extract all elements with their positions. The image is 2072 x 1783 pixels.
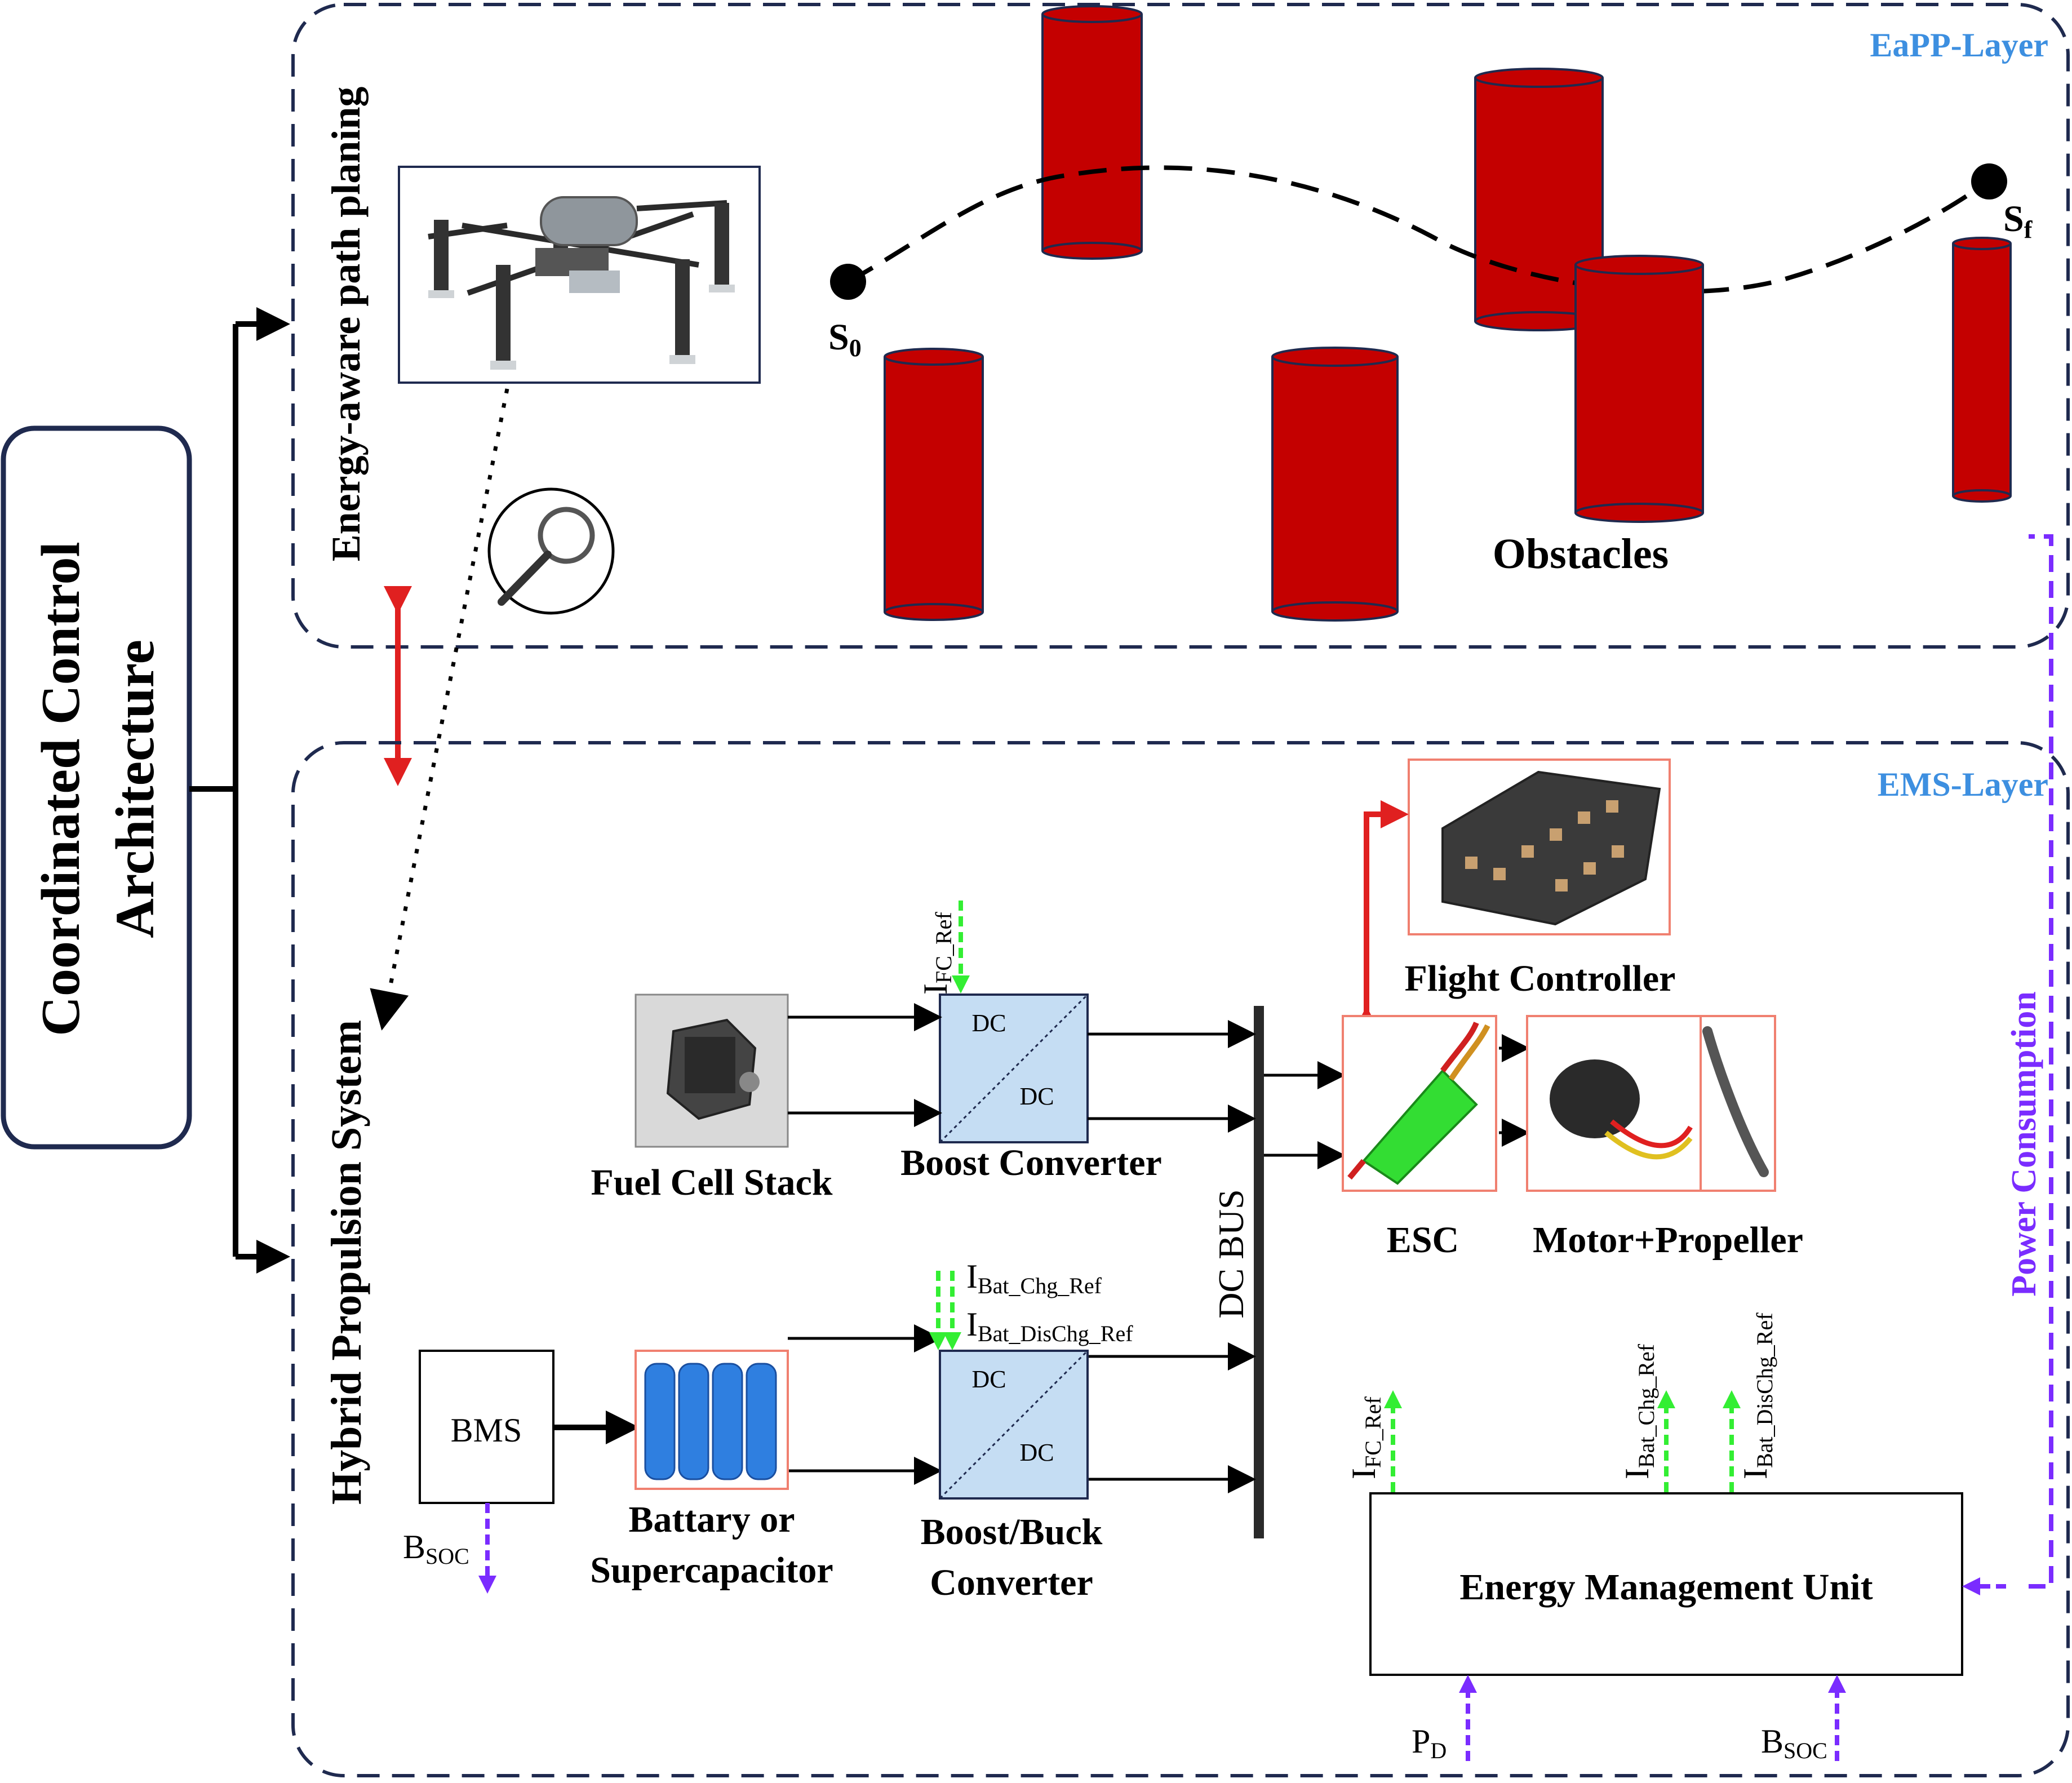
boost-buck-converter: DC DC	[939, 1350, 1089, 1500]
tree-connector	[189, 307, 290, 1274]
emu-ifc-ref-label: IFC_Ref	[1345, 1396, 1386, 1479]
motor-propeller-image	[1526, 1015, 1776, 1192]
fuel-cell-label: Fuel Cell Stack	[591, 1162, 833, 1203]
emu-ibat-chg-ref-label: IBat_Chg_Ref	[1618, 1343, 1659, 1479]
start-point	[830, 264, 866, 300]
dc-bus-label: DC BUS	[1211, 1189, 1251, 1318]
goal-point	[1971, 163, 2007, 199]
emu-ibat-dischg-ref-label: IBat_DisChg_Ref	[1737, 1312, 1777, 1479]
boost-buck-label-line2: Converter	[930, 1562, 1093, 1603]
bms-block	[419, 1350, 554, 1504]
drone-image	[398, 166, 761, 384]
ems-layer-label: EMS-Layer	[1878, 766, 2048, 803]
dc-input-label: DC	[971, 1365, 1006, 1393]
boost-buck-label-line1: Boost/Buck	[921, 1511, 1103, 1553]
zoom-link-arrow	[370, 388, 509, 1031]
power-consumption-feedback: Power Consumption	[1962, 534, 2053, 1595]
battery-image	[635, 1350, 789, 1490]
motor-propeller-label: Motor+Propeller	[1533, 1219, 1803, 1261]
obstacle-cylinder	[1041, 5, 1143, 260]
bms-soc-label: BSOC	[403, 1528, 469, 1569]
dc-bus	[1254, 1006, 1264, 1538]
battery-label-line2: Supercapacitor	[590, 1550, 833, 1591]
planned-path	[847, 165, 1991, 294]
esc-image	[1342, 1015, 1497, 1192]
boost-converter: DC DC	[939, 993, 1089, 1143]
magnifier-icon	[487, 487, 615, 615]
ems-layer: EMS-Layer Hybrid Propulsion System Fuel …	[291, 741, 2070, 1777]
eapp-layer: EaPP-Layer Energy-aware path planing	[291, 3, 2070, 1031]
power-consumption-label: Power Consumption	[2005, 991, 2043, 1296]
obstacle-cylinder	[1952, 237, 2012, 503]
obstacles-label: Obstacles	[1493, 530, 1669, 578]
bsoc-label: BSOC	[1761, 1723, 1827, 1763]
eapp-layer-label: EaPP-Layer	[1870, 26, 2048, 64]
boost-converter-label: Boost Converter	[900, 1142, 1162, 1183]
start-label: S0	[828, 317, 862, 362]
main-title-line2: Architecture	[105, 640, 166, 938]
ifc-ref-label-top: IFC_Ref	[917, 912, 956, 995]
esc-fc-link-arrow	[1352, 800, 1409, 1034]
esc-label: ESC	[1387, 1219, 1459, 1261]
emu-label: Energy Management Unit	[1459, 1567, 1873, 1608]
power-flow-lines	[788, 1003, 1530, 1493]
bms-label: BMS	[451, 1412, 522, 1449]
ems-side-label: Hybrid Propulsion System	[323, 1020, 370, 1505]
goal-label: Sf	[2003, 198, 2033, 243]
dc-output-label: DC	[1019, 1439, 1054, 1466]
dc-input-label: DC	[971, 1009, 1006, 1037]
main-title-line1: Coordinated Control	[30, 542, 91, 1036]
obstacle-cylinder	[1574, 255, 1704, 523]
flight-controller-image	[1408, 759, 1671, 935]
fuel-cell-image	[635, 993, 789, 1148]
ibat-dischg-ref-label: IBat_DisChg_Ref	[966, 1306, 1133, 1346]
main-title-box: Coordinated Control Architecture	[1, 425, 192, 1150]
ibat-chg-ref-label: IBat_Chg_Ref	[966, 1258, 1102, 1298]
dc-output-label: DC	[1019, 1083, 1054, 1110]
obstacle-cylinder	[884, 348, 984, 621]
energy-management-unit	[1369, 1492, 1963, 1676]
flight-controller-label: Flight Controller	[1405, 958, 1676, 999]
pd-label: PD	[1412, 1723, 1447, 1763]
eapp-side-label: Energy-aware path planing	[323, 87, 369, 562]
obstacle-cylinder	[1271, 347, 1399, 622]
battery-label-line1: Battary or	[628, 1499, 795, 1540]
